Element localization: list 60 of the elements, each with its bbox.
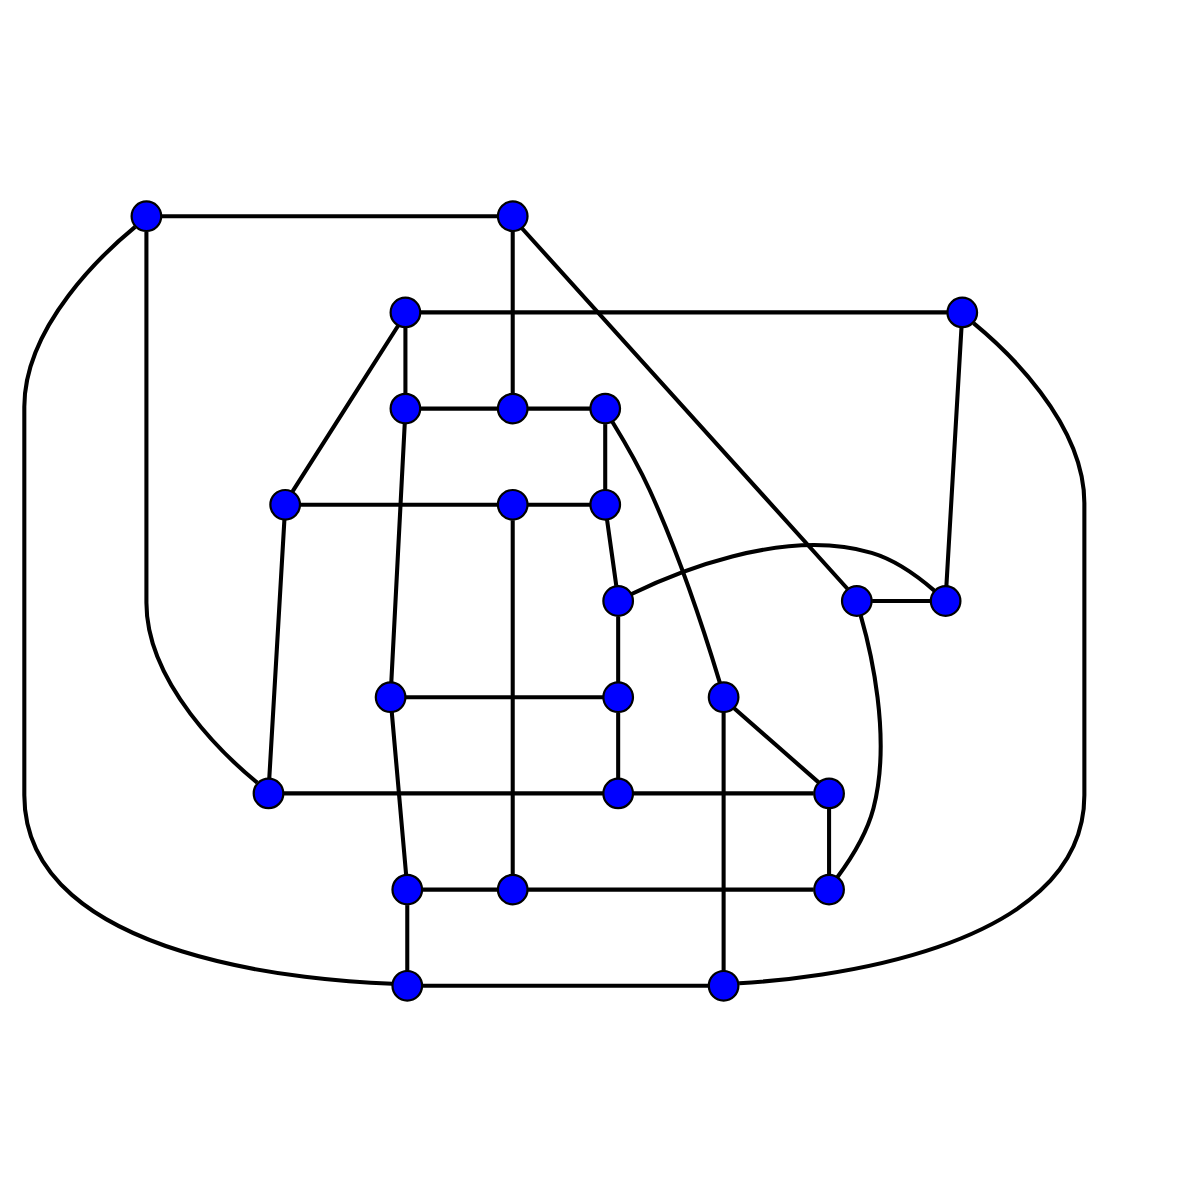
node-circle <box>496 391 529 424</box>
connector <box>605 518 619 586</box>
node-circle <box>269 487 302 520</box>
connector <box>405 904 410 970</box>
connector <box>420 405 498 410</box>
connector <box>527 886 814 891</box>
connector <box>267 518 287 778</box>
node-circle <box>602 680 635 713</box>
connector <box>290 323 400 492</box>
connector <box>827 807 832 874</box>
connector <box>603 423 608 489</box>
connector <box>144 230 259 784</box>
node-circle <box>496 872 529 905</box>
connector <box>630 542 936 595</box>
connector <box>403 326 408 393</box>
node-circle <box>929 584 962 616</box>
connector <box>872 597 931 603</box>
node-circle <box>602 776 635 809</box>
connector <box>389 422 407 682</box>
connector <box>616 615 621 682</box>
connector <box>161 213 498 218</box>
node-circle <box>946 295 979 328</box>
connector <box>520 225 849 590</box>
node-circle <box>252 776 285 809</box>
connector <box>300 501 498 506</box>
connector <box>22 224 393 985</box>
connector <box>510 519 515 874</box>
connector <box>721 711 726 970</box>
connector <box>527 501 591 506</box>
connector <box>732 705 820 783</box>
node-circle <box>130 199 163 232</box>
node-circle <box>496 199 529 232</box>
node-circle <box>840 584 873 616</box>
node-circle <box>496 487 529 520</box>
node-circle <box>813 776 845 809</box>
node-circle <box>707 680 740 713</box>
node-circle <box>707 968 740 1001</box>
connector <box>405 694 604 699</box>
node-circle <box>589 391 622 424</box>
node-circle <box>389 295 422 328</box>
node-circle <box>602 584 635 616</box>
node-circle <box>391 968 424 1001</box>
connector <box>420 309 948 314</box>
connector <box>422 982 709 987</box>
node-circle <box>391 872 424 905</box>
connector <box>510 230 515 393</box>
connector <box>633 790 814 795</box>
connector <box>422 886 498 891</box>
connector <box>283 790 604 795</box>
connector <box>616 711 621 778</box>
connector <box>835 614 883 878</box>
node-circle <box>813 872 845 905</box>
node-circle <box>589 487 622 520</box>
connector <box>610 419 722 683</box>
connector <box>944 326 964 586</box>
node-circle <box>374 680 407 713</box>
connector <box>738 320 1087 985</box>
connector <box>389 710 409 874</box>
connector <box>527 405 591 410</box>
node-circle <box>389 391 422 424</box>
